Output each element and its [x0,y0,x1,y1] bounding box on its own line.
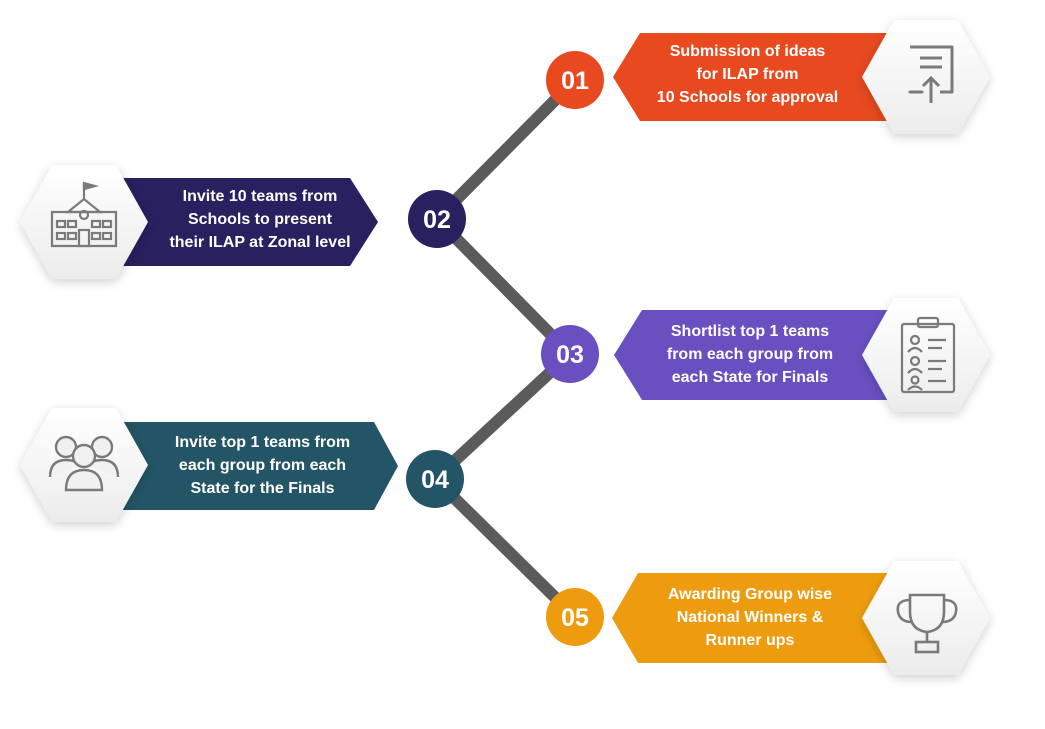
step-01-banner [613,33,888,121]
step-05-banner [612,573,888,663]
document-upload-icon [908,45,954,103]
step-03-number: 03 [556,341,584,369]
step-02: 02 [20,165,466,279]
step-01: 01 [546,20,990,134]
step-02-banner [122,178,378,266]
step-01-number-badge: 01 [546,51,604,109]
step-04: 04 [20,408,464,522]
step-02-number-badge: 02 [408,190,466,248]
step-02-icon-hex [20,165,148,279]
step-05: 05 [546,561,990,675]
step-03-icon-hex [862,298,990,412]
step-03-banner [614,310,888,400]
step-03-number-badge: 03 [541,325,599,383]
school-building-icon [50,181,118,248]
step-05-number: 05 [561,604,589,632]
group-people-icon [48,435,120,492]
step-01-icon-hex [862,20,990,134]
step-04-banner [122,422,398,510]
step-04-number-badge: 04 [406,450,464,508]
step-03: 03 [541,298,990,412]
step-02-number: 02 [423,206,451,234]
clipboard-list-icon [900,316,956,394]
step-01-number: 01 [561,67,589,95]
step-04-number: 04 [421,466,449,494]
step-05-number-badge: 05 [546,588,604,646]
step-05-icon-hex [862,561,990,675]
trophy-icon [896,593,958,654]
